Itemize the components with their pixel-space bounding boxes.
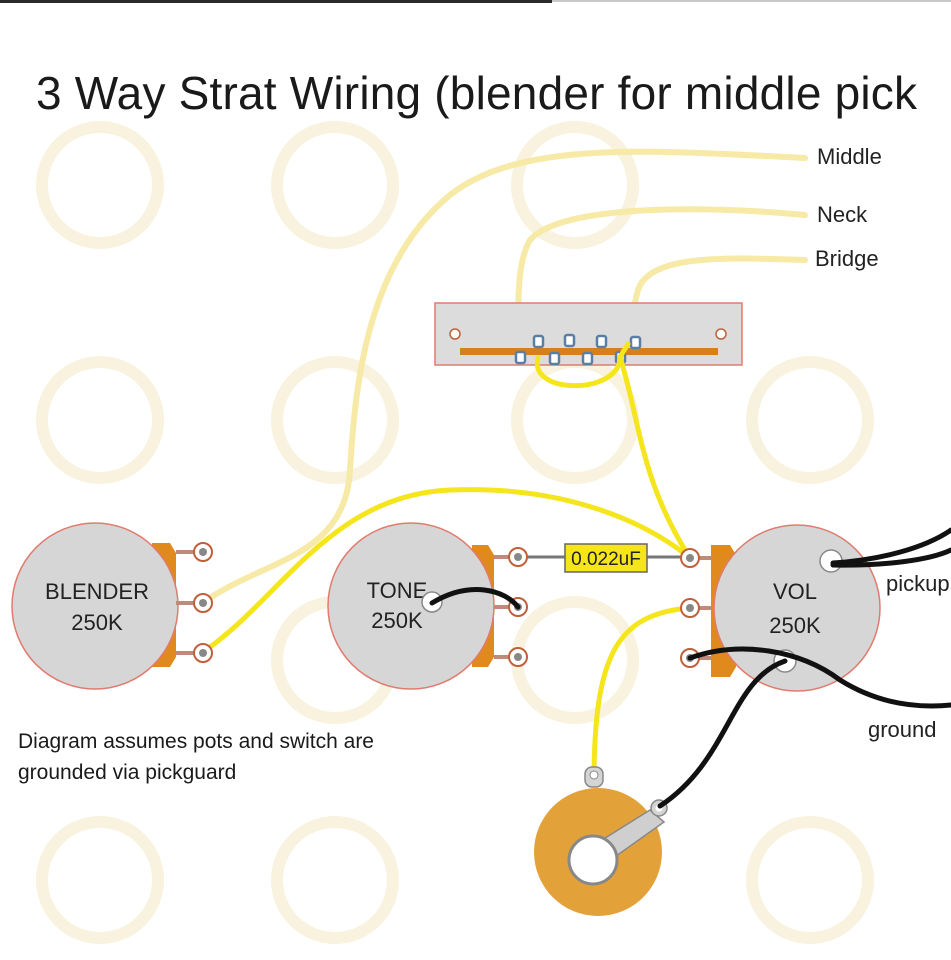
blender-pot: BLENDER 250K [11, 522, 213, 690]
capacitor-label: 0.022uF [571, 549, 641, 570]
middle-pickup-wire [200, 148, 808, 606]
top-progress-bar [0, 0, 552, 3]
ground-label: ground [868, 717, 937, 742]
blender-pot-name: BLENDER [45, 579, 149, 604]
blender-to-volume-wire [200, 487, 693, 655]
output-jack [534, 766, 668, 916]
volume-pot-name: VOL [773, 579, 817, 604]
volume-ground-wire [687, 646, 951, 709]
tone-capacitor: 0.022uF [518, 543, 690, 573]
volume-pot: VOL 250K [680, 524, 881, 692]
tone-ground-wire [429, 587, 521, 610]
grounding-note: Diagram assumes pots and switch are grou… [18, 726, 438, 788]
neck-pickup-label: Neck [817, 202, 868, 227]
tone-pot-value: 250K [371, 608, 423, 633]
tone-pot: TONE 250K [327, 522, 528, 690]
top-divider [552, 0, 951, 2]
middle-pickup-label: Middle [817, 144, 882, 169]
diagram-title: 3 Way Strat Wiring (blender for middle p… [36, 67, 918, 119]
switch-bridge-jumper [617, 341, 631, 360]
volume-pickup-wire-a [830, 527, 951, 566]
switch-jumper-wire [534, 354, 623, 388]
black-wires [429, 527, 951, 809]
volume-to-jack-wire [591, 605, 691, 778]
pickup-labels: Middle Neck Bridge [815, 144, 882, 271]
grounding-note-line-2: grounded via pickguard [18, 761, 237, 784]
watermark [36, 121, 874, 944]
bridge-pickup-label: Bridge [815, 246, 879, 271]
pickup-label: pickup [886, 571, 950, 596]
switch-to-volume-wire [617, 354, 693, 561]
volume-pickup-wire-b [830, 547, 951, 568]
tone-pot-name: TONE [367, 578, 428, 603]
jack-ground-wire [657, 658, 788, 809]
three-way-switch [434, 302, 743, 366]
volume-pot-value: 250K [769, 613, 821, 638]
blender-pot-value: 250K [71, 610, 123, 635]
grounding-note-line-1: Diagram assumes pots and switch are [18, 730, 374, 753]
yellow-wires [200, 341, 693, 778]
